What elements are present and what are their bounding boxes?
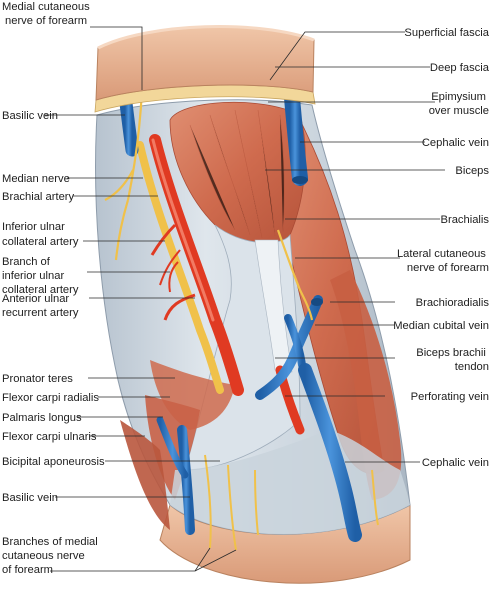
label-medial-cutaneous-nerve-of-forearm: Medial cutaneous nerve of forearm — [2, 1, 93, 27]
label-branch-of-inferior-ulnar-collateral-artery: Branch of inferior ulnar collateral arte… — [2, 256, 79, 296]
label-cephalic-vein-upper: Cephalic vein — [422, 137, 489, 149]
labels-left: Medial cutaneous nerve of forearm Basili… — [2, 1, 105, 576]
label-biceps-brachii-tendon: Biceps brachii tendon — [416, 347, 489, 373]
lateral-cutaneous-nerve-fibers — [276, 229, 314, 321]
labels-right: Superficial fascia Deep fascia Epimysium… — [393, 27, 490, 469]
median-cubital-vein-cut — [311, 298, 323, 306]
label-bicipital-aponeurosis: Bicipital aponeurosis — [2, 456, 105, 468]
label-superficial-fascia: Superficial fascia — [404, 27, 489, 39]
label-brachialis: Brachialis — [441, 214, 490, 226]
label-cephalic-vein-lower: Cephalic vein — [422, 457, 489, 469]
median-nerve-trunk — [136, 141, 224, 394]
label-biceps: Biceps — [455, 165, 489, 177]
basilic-vein-lower-branch — [156, 416, 189, 479]
branch-of-inferior-ulnar-collateral-artery-vessels — [159, 249, 181, 293]
anterior-ulnar-recurrent-artery-vessel — [163, 293, 196, 321]
label-branches-of-medial-cutaneous-nerve-of-forearm: Branches of medial cutaneous nerve of fo… — [2, 536, 101, 576]
cephalic-vein-cut-end — [292, 176, 308, 184]
label-epimysium-over-muscle: Epimysium over muscle — [429, 91, 489, 117]
flexor-carpi-ulnaris-muscle — [120, 420, 170, 530]
label-brachial-artery: Brachial artery — [2, 191, 75, 203]
cephalic-vein-lower-vessel — [298, 363, 362, 542]
brachial-artery-highlight — [151, 138, 215, 322]
label-pronator-teres: Pronator teres — [2, 373, 73, 385]
skin-top-rim — [97, 25, 315, 50]
median-cubital-vein-branch — [284, 314, 306, 369]
leader-lines — [45, 26, 445, 572]
biceps-fibers — [189, 109, 285, 239]
label-median-cubital-vein: Median cubital vein — [393, 320, 489, 332]
label-flexor-carpi-ulnaris: Flexor carpi ulnaris — [2, 431, 97, 443]
biceps-tendon — [254, 239, 293, 373]
label-deep-fascia: Deep fascia — [430, 62, 490, 74]
limb-illustration — [94, 25, 411, 584]
brachioradialis-muscle — [330, 270, 402, 500]
label-perforating-vein: Perforating vein — [411, 391, 489, 403]
label-brachioradialis: Brachioradialis — [416, 297, 490, 309]
brachial-artery-vessel — [149, 134, 244, 396]
label-basilic-vein-upper: Basilic vein — [2, 110, 58, 122]
branches-of-medial-cutaneous-nerve-fibers — [204, 454, 379, 551]
label-palmaris-longus: Palmaris longus — [2, 412, 82, 424]
inferior-ulnar-collateral-artery-vessel — [150, 223, 177, 256]
label-flexor-carpi-radialis: Flexor carpi radialis — [2, 392, 99, 404]
label-anterior-ulnar-recurrent-artery-text: Anterior ulnar recurrent artery — [2, 293, 79, 319]
label-median-nerve: Median nerve — [2, 173, 70, 185]
label-lateral-cutaneous-nerve-of-forearm: Lateral cutaneous nerve of forearm — [397, 248, 489, 274]
label-basilic-vein-lower: Basilic vein — [2, 492, 58, 504]
label-inferior-ulnar-collateral-artery: Inferior ulnar collateral artery — [2, 221, 79, 248]
